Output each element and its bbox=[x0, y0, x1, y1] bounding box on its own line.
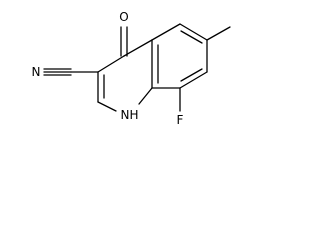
ring-hydrogen-label: H bbox=[129, 108, 138, 122]
ring-nitrogen-label: N bbox=[121, 108, 130, 122]
bond-c5-c6 bbox=[179, 23, 208, 41]
cyano-nitrogen-label: N bbox=[32, 65, 41, 79]
bond-c7-c8 bbox=[179, 71, 208, 89]
molecule-structure: O N N H F bbox=[32, 10, 231, 127]
bond-n1-c2 bbox=[97, 101, 117, 112]
bond-c4a-c5 bbox=[151, 23, 181, 41]
bond-c8a-n1 bbox=[138, 87, 153, 105]
bond-c5-c6-double bbox=[180, 30, 203, 44]
bond-c4-c4a bbox=[123, 39, 153, 57]
oxygen-label: O bbox=[119, 10, 128, 24]
fluorine-label: F bbox=[177, 113, 184, 127]
bond-c3-c4 bbox=[97, 55, 125, 73]
bond-c7-c8-double bbox=[180, 68, 203, 82]
bond-c6-methyl bbox=[206, 26, 231, 41]
